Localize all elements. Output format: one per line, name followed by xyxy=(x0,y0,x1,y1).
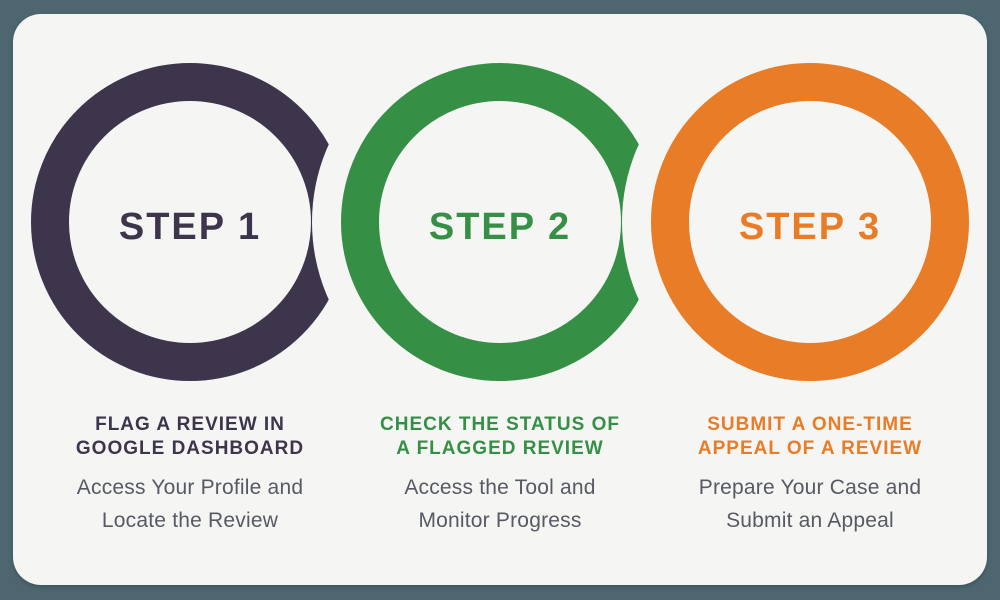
step-3-label: STEP 3 xyxy=(738,206,882,248)
step-2-subtitle-line-2: Monitor Progress xyxy=(418,509,582,532)
step-2-subtitle: Access the Tool and Monitor Progress xyxy=(345,471,655,537)
step-1-subtitle-line-2: Locate the Review xyxy=(101,509,279,532)
step-2-title: CHECK THE STATUS OF A FLAGGED REVIEW xyxy=(345,413,655,461)
step-1-subtitle-line-1: Access Your Profile and xyxy=(76,476,304,499)
step-1-label: STEP 1 xyxy=(118,206,262,248)
step-2-title-line-1: CHECK THE STATUS OF xyxy=(380,414,620,435)
step-1-ring-icon xyxy=(31,63,349,381)
step-2-subtitle-line-1: Access the Tool and xyxy=(404,476,596,499)
step-3-title-line-1: SUBMIT A ONE-TIME xyxy=(707,414,913,435)
step-2-ring-icon xyxy=(341,63,659,381)
step-3-subtitle-line-2: Submit an Appeal xyxy=(726,509,894,532)
step-1-title: FLAG A REVIEW IN GOOGLE DASHBOARD xyxy=(35,413,345,461)
step-1-title-line-1: FLAG A REVIEW IN xyxy=(95,414,285,435)
step-1-subtitle: Access Your Profile and Locate the Revie… xyxy=(35,471,345,537)
step-3-subtitle-line-1: Prepare Your Case and xyxy=(698,476,922,499)
step-3-subtitle: Prepare Your Case and Submit an Appeal xyxy=(655,471,965,537)
step-2-title-line-2: A FLAGGED REVIEW xyxy=(396,438,604,459)
step-1-title-line-2: GOOGLE DASHBOARD xyxy=(75,438,305,459)
step-2-label: STEP 2 xyxy=(428,206,572,248)
step-3-title: SUBMIT A ONE-TIME APPEAL OF A REVIEW xyxy=(655,413,965,461)
step-3-ring-icon xyxy=(651,63,969,381)
infographic-card xyxy=(13,14,987,585)
step-3-title-line-2: APPEAL OF A REVIEW xyxy=(697,438,923,459)
